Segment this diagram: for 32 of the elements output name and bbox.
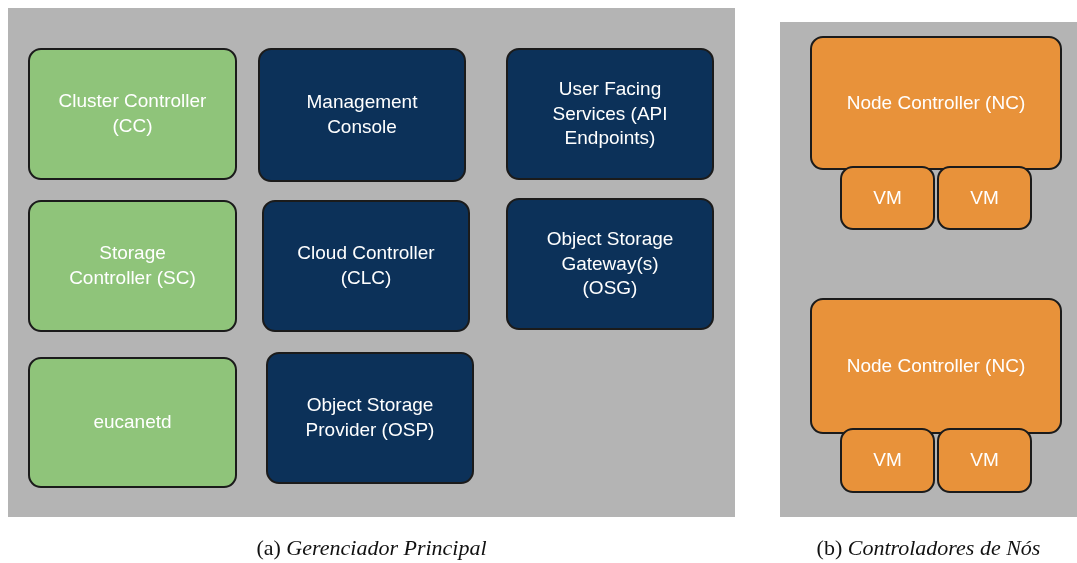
component-label: eucanetd xyxy=(93,410,172,435)
component-box xyxy=(28,48,237,180)
component-box xyxy=(262,200,470,332)
panel-background xyxy=(8,8,735,517)
component-box xyxy=(840,428,935,493)
component-label: VM xyxy=(970,185,999,210)
component-label: Object Storage Gateway(s) (OSG) xyxy=(545,226,675,301)
component-label: Cluster Controller (CC) xyxy=(57,89,208,138)
component-label: VM xyxy=(873,448,902,473)
component-label: Node Controller (NC) xyxy=(846,353,1026,378)
component-label: Storage Controller (SC) xyxy=(68,241,197,290)
component-box xyxy=(258,48,466,182)
component-label: User Facing Services (API Endpoints) xyxy=(551,76,669,151)
component-label: Object Storage Provider (OSP) xyxy=(304,393,436,442)
component-box xyxy=(28,200,237,332)
panel-background xyxy=(780,22,1077,517)
component-box xyxy=(506,198,714,330)
component-label: VM xyxy=(873,185,902,210)
component-label: Node Controller (NC) xyxy=(846,90,1026,115)
component-label: Management Console xyxy=(305,90,419,139)
subfigure-caption: (b) Controladores de Nós xyxy=(815,535,1042,561)
component-label: VM xyxy=(970,448,999,473)
component-box xyxy=(28,357,237,488)
component-label: Cloud Controller (CLC) xyxy=(296,241,436,290)
component-box xyxy=(840,166,935,230)
component-box xyxy=(937,166,1032,230)
component-box xyxy=(266,352,474,484)
component-box xyxy=(810,298,1062,434)
component-box xyxy=(506,48,714,180)
component-box xyxy=(810,36,1062,170)
component-box xyxy=(937,428,1032,493)
subfigure-caption: (a) Gerenciador Principal xyxy=(255,535,488,561)
